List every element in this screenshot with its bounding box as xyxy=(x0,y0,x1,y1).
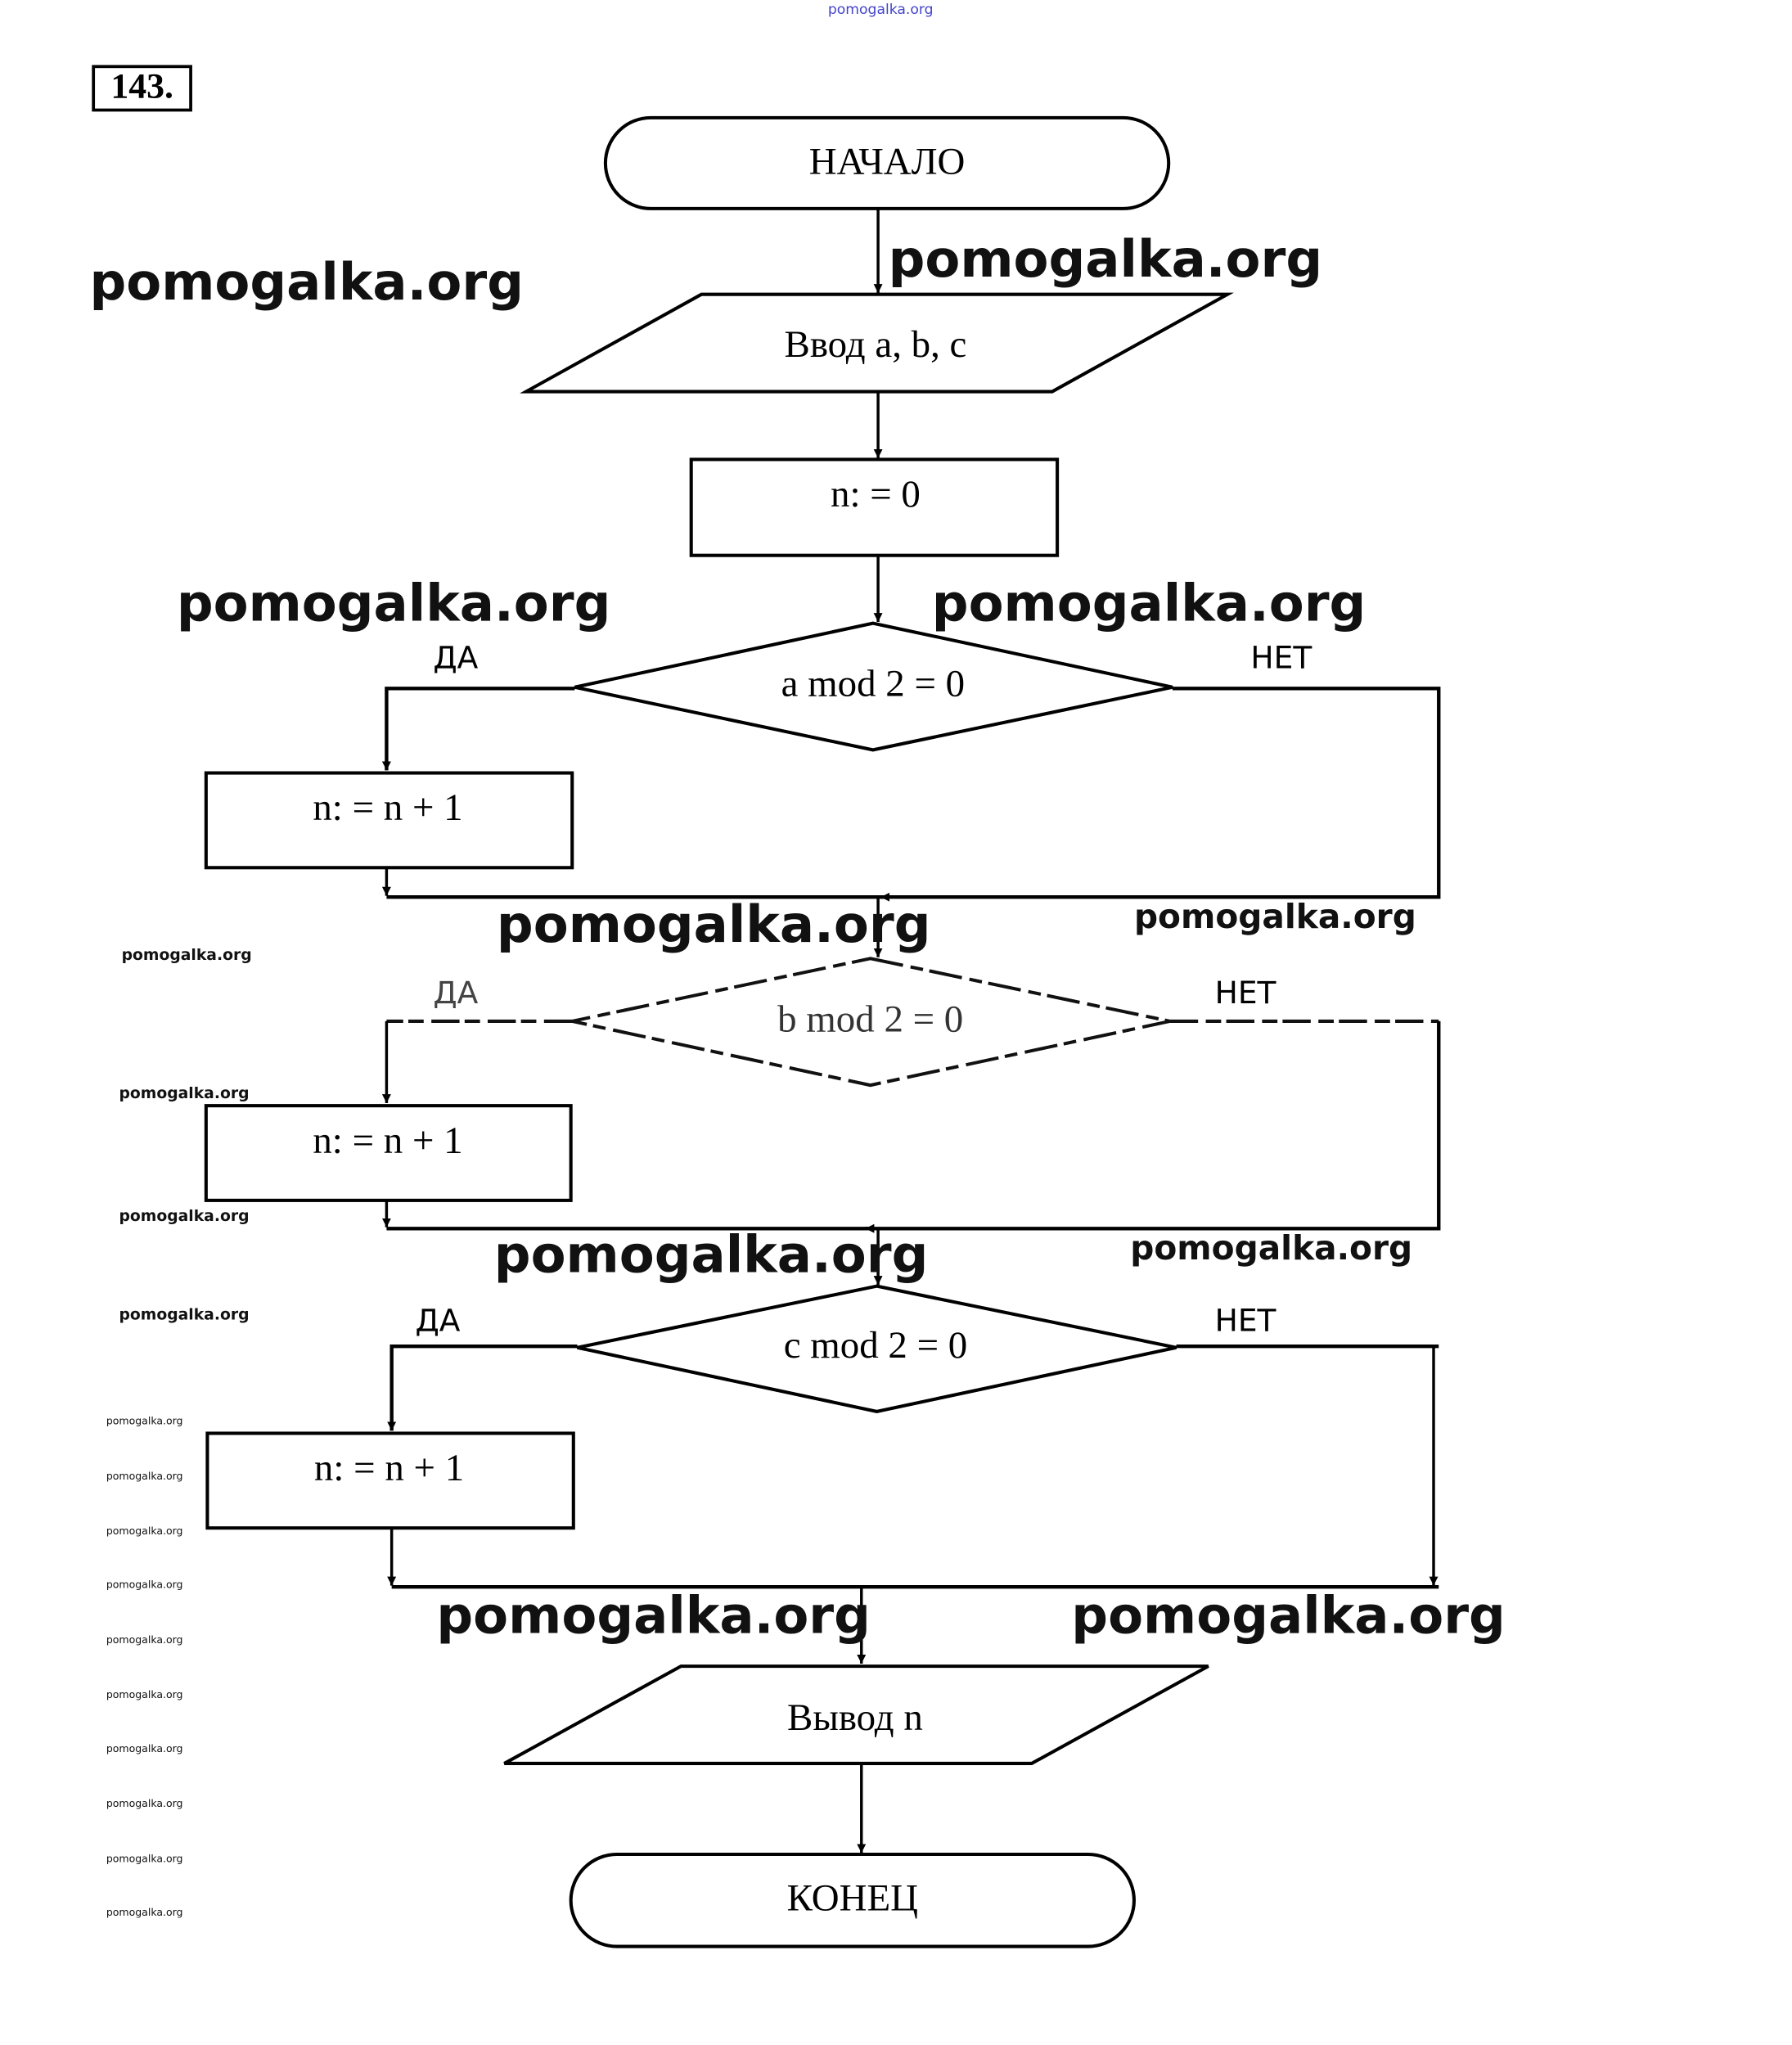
watermark: pomogalka.org xyxy=(90,252,525,312)
decision-b-condition: b mod 2 = 0 xyxy=(777,998,963,1040)
decision-c: c mod 2 = 0 xyxy=(577,1284,1177,1413)
process-c-increment: n: = n + 1 xyxy=(205,1431,575,1530)
decision-a-yes-label: ДА xyxy=(433,639,478,675)
watermark-tiny: pomogalka.org xyxy=(106,1470,183,1482)
process-c-label: n: = n + 1 xyxy=(314,1447,464,1489)
watermark-tiny: pomogalka.org xyxy=(106,1688,183,1700)
input-block: Ввод a, b, c xyxy=(520,292,1235,394)
process-b-label: n: = n + 1 xyxy=(313,1119,462,1162)
decision-a: a mod 2 = 0 xyxy=(574,621,1173,752)
watermark-tiny: pomogalka.org xyxy=(106,1797,183,1809)
start-terminator: НАЧАЛО xyxy=(603,115,1171,210)
decision-b-yes-label: ДА xyxy=(433,975,478,1011)
watermark-tiny: pomogalka.org xyxy=(106,1415,183,1427)
start-label: НАЧАЛО xyxy=(809,141,966,183)
top-watermark: pomogalka.org xyxy=(828,2,934,18)
watermark-small: pomogalka.org xyxy=(119,1085,249,1102)
init-label: n: = 0 xyxy=(831,473,921,516)
decision-b-no-path xyxy=(865,1020,1441,1233)
watermark-tiny: pomogalka.org xyxy=(106,1742,183,1754)
watermark-tiny: pomogalka.org xyxy=(106,1852,183,1864)
decision-b: b mod 2 = 0 xyxy=(571,957,1171,1088)
decision-c-yes-label: ДА xyxy=(415,1302,460,1338)
watermark-tiny: pomogalka.org xyxy=(106,1579,183,1591)
watermark-small: pomogalka.org xyxy=(119,1208,249,1225)
watermark-tiny: pomogalka.org xyxy=(106,1906,183,1918)
task-number-box: 143. xyxy=(92,65,192,112)
watermark: pomogalka.org xyxy=(889,229,1323,289)
output-label: Вывод n xyxy=(787,1696,923,1739)
watermark: pomogalka.org xyxy=(1071,1585,1506,1645)
decision-c-no-label: НЕТ xyxy=(1215,1302,1277,1338)
watermark-tiny: pomogalka.org xyxy=(106,1525,183,1537)
watermark: pomogalka.org xyxy=(497,894,931,954)
end-label: КОНЕЦ xyxy=(787,1877,918,1920)
process-b-increment: n: = n + 1 xyxy=(204,1104,573,1202)
process-a-label: n: = n + 1 xyxy=(313,786,462,829)
decision-c-yes-path xyxy=(387,1344,578,1431)
decision-b-no-label: НЕТ xyxy=(1215,975,1277,1011)
watermark: pomogalka.org xyxy=(1134,897,1416,936)
watermark: pomogalka.org xyxy=(177,573,611,633)
watermark: pomogalka.org xyxy=(1130,1228,1412,1268)
input-label: Ввод a, b, c xyxy=(785,323,967,366)
decision-a-yes-path xyxy=(381,687,575,771)
watermark: pomogalka.org xyxy=(436,1585,871,1645)
end-terminator: КОНЕЦ xyxy=(569,1852,1136,1948)
decision-a-condition: a mod 2 = 0 xyxy=(781,663,966,705)
decision-a-no-path xyxy=(880,687,1441,902)
watermark: pomogalka.org xyxy=(932,573,1367,633)
process-a-increment: n: = n + 1 xyxy=(204,771,574,870)
decision-c-condition: c mod 2 = 0 xyxy=(784,1324,968,1367)
watermark-small: pomogalka.org xyxy=(122,947,252,964)
decision-a-no-label: НЕТ xyxy=(1250,639,1312,675)
init-process: n: = 0 xyxy=(689,457,1060,557)
watermark-tiny: pomogalka.org xyxy=(106,1633,183,1646)
watermark-small: pomogalka.org xyxy=(119,1306,249,1323)
output-block: Вывод n xyxy=(503,1664,1209,1765)
task-number: 143. xyxy=(110,67,173,106)
watermark: pomogalka.org xyxy=(494,1224,929,1284)
